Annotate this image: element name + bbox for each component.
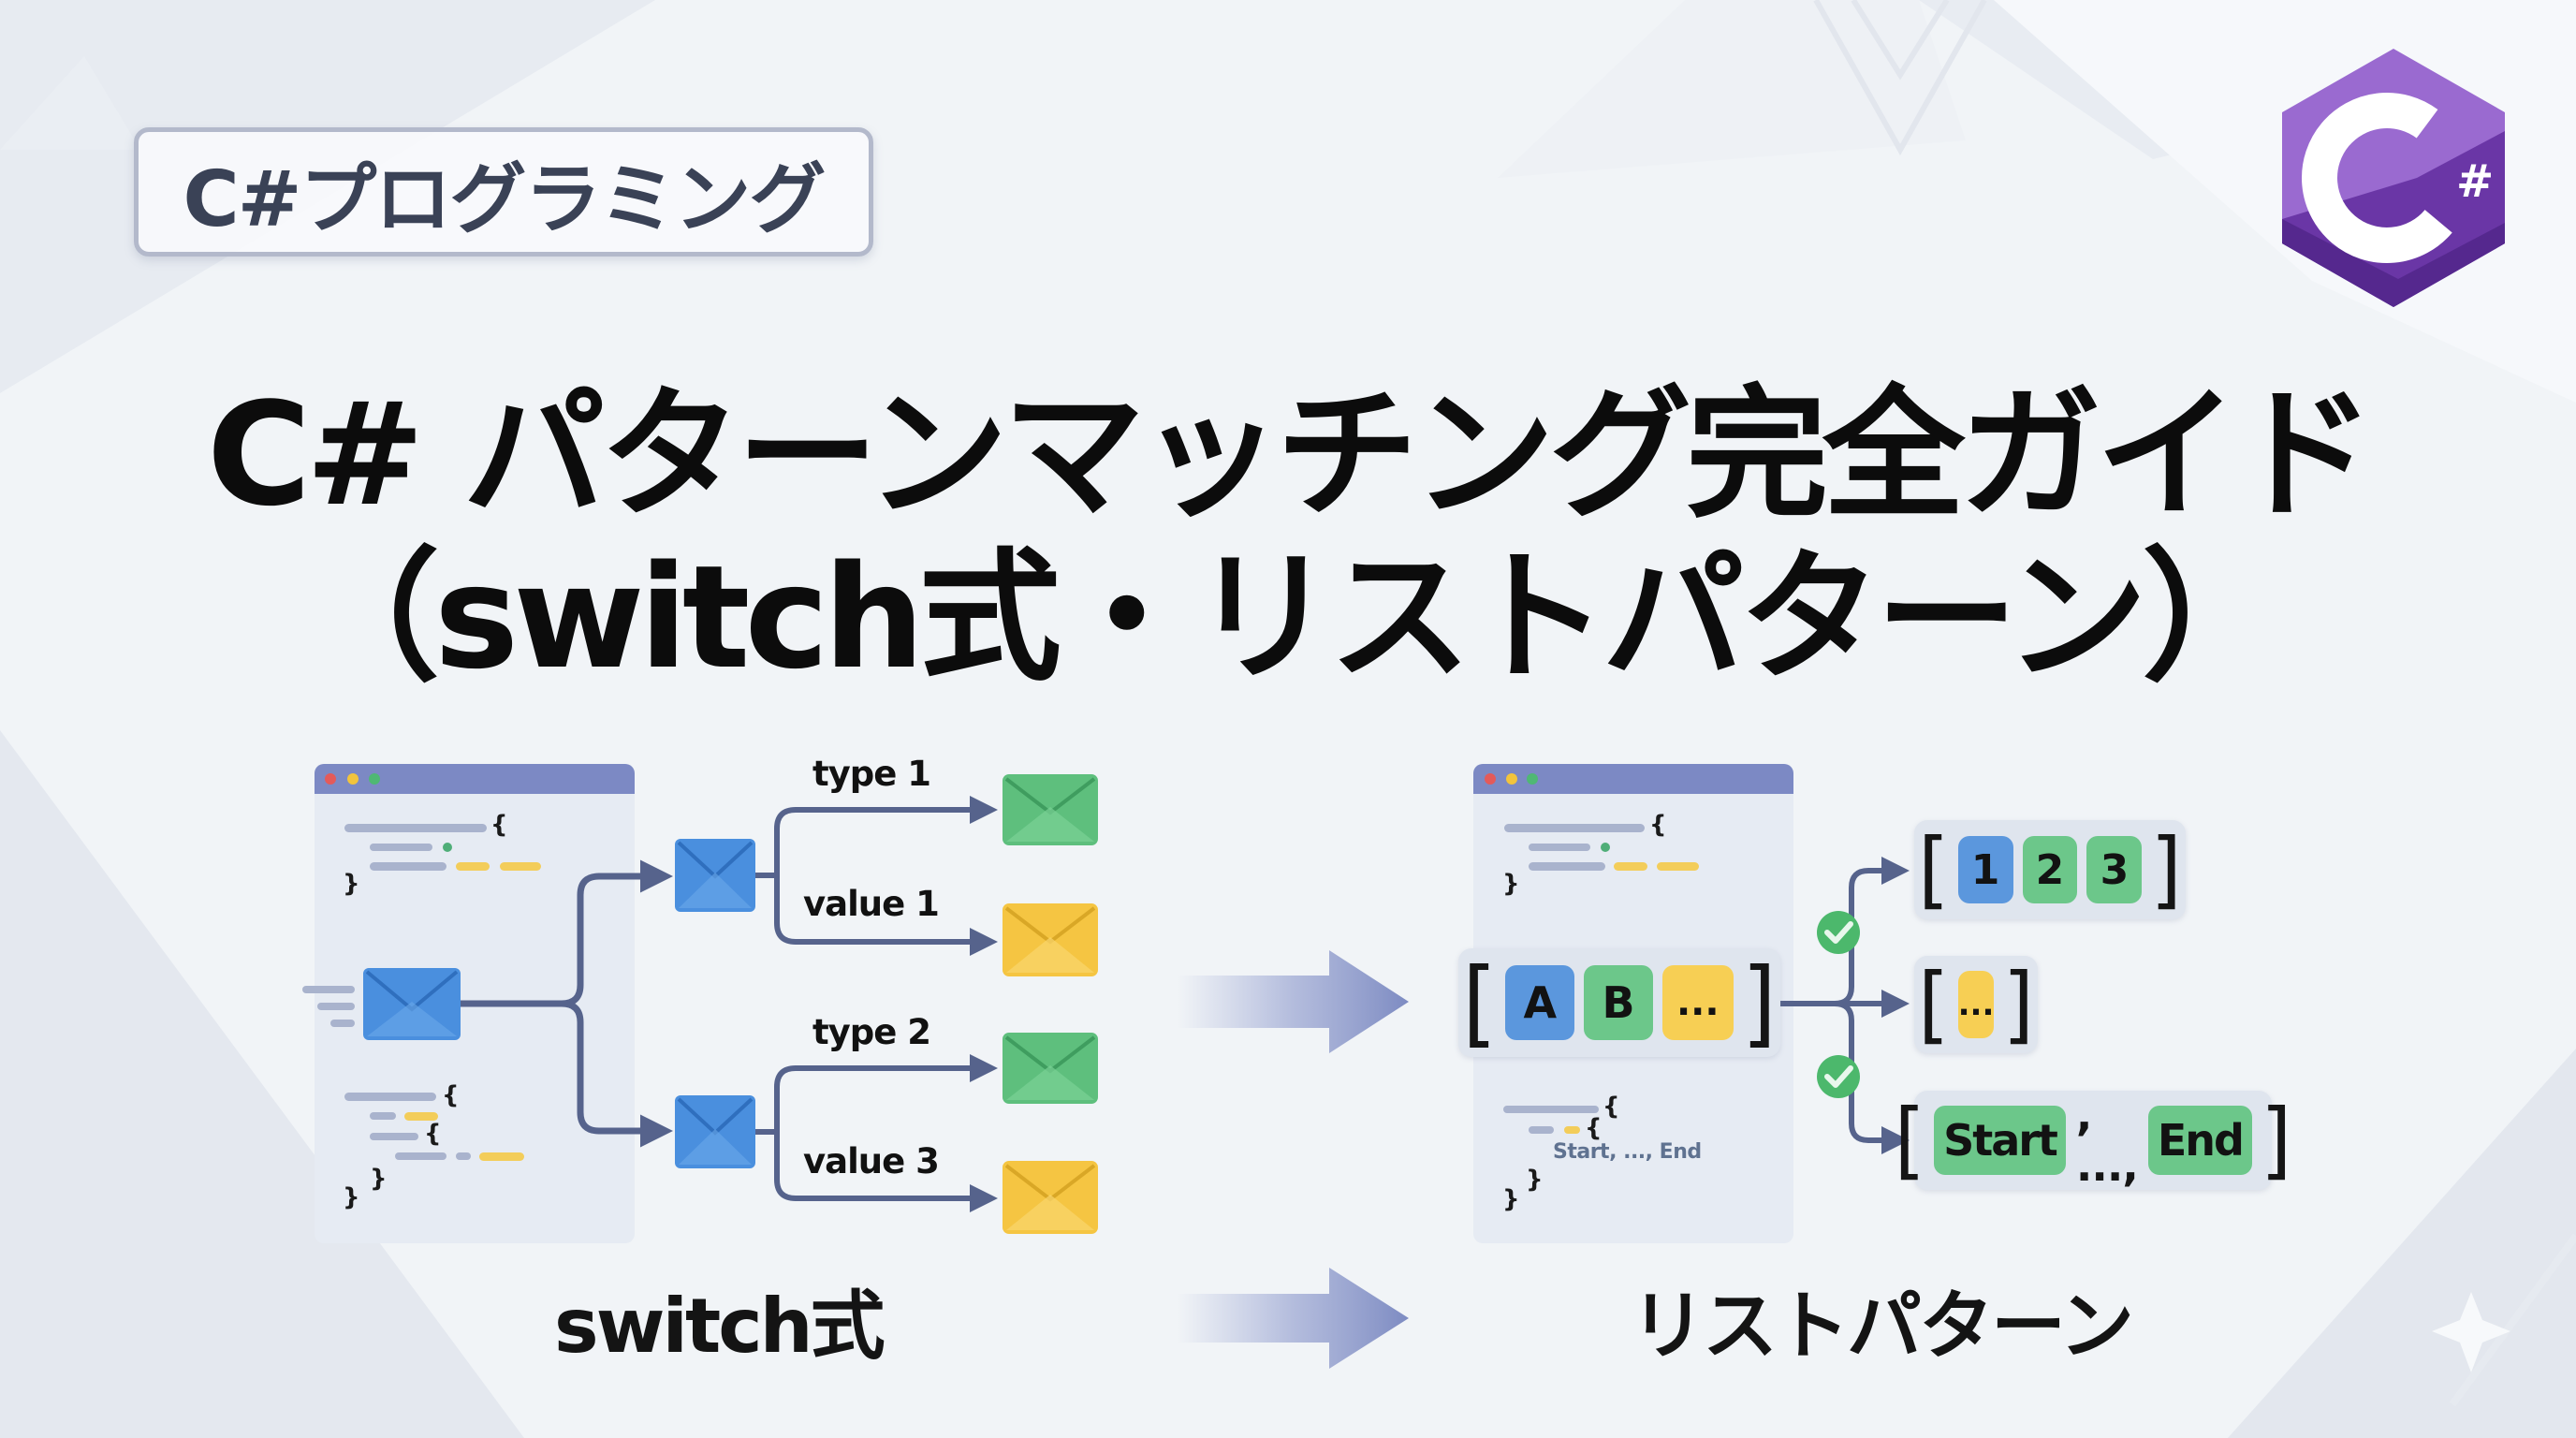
list-chip: 3 [2086, 836, 2143, 903]
input-list: [ A B ... ] [1458, 948, 1780, 1057]
envelope-icon-result-type2 [1003, 1033, 1098, 1104]
window-close-dot [1485, 773, 1496, 785]
envelope-icon-mid-1 [675, 839, 755, 912]
window-maximize-dot [1527, 773, 1538, 785]
category-tag-label: C#プログラミング [183, 154, 827, 244]
list-separator: , ..., [2075, 1090, 2139, 1191]
list-chip: End [2147, 1106, 2252, 1175]
close-bracket: ] [2260, 1091, 2292, 1190]
window-maximize-dot [369, 773, 380, 785]
page-title-line-2: （switch式・リストパターン） [297, 535, 2284, 700]
window-minimize-dot [1506, 773, 1517, 785]
pattern-list-2: [ ... ] [1914, 956, 2038, 1053]
envelope-icon-result-type1 [1003, 774, 1098, 845]
open-bracket: [ [1462, 947, 1498, 1058]
list-chip: ... [1661, 965, 1734, 1040]
code-brace: } [1526, 1166, 1544, 1194]
check-circle-icon [1817, 1055, 1860, 1098]
motion-line [317, 1003, 355, 1010]
list-chip: 1 [1957, 836, 2013, 903]
pattern-list-1: [ 1 2 3 ] [1914, 820, 2186, 919]
window-minimize-dot [347, 773, 359, 785]
list-pattern-caption: リストパターン [1631, 1283, 2134, 1370]
envelope-icon-result-value3 [1003, 1161, 1098, 1234]
csharp-logo-icon: # [2282, 49, 2505, 307]
branch-label: type 2 [812, 1012, 931, 1052]
code-brace: { [442, 1081, 460, 1109]
branch-label: value 1 [803, 884, 940, 924]
close-bracket: ] [1741, 947, 1777, 1058]
transition-arrow-icon [1178, 950, 1409, 1053]
branch-label: value 3 [803, 1141, 940, 1181]
svg-text:#: # [2456, 155, 2494, 208]
list-chip: 2 [2022, 836, 2078, 903]
sparkle-icon [2432, 1292, 2510, 1372]
envelope-icon-mid-2 [675, 1095, 755, 1168]
code-brace: { [1585, 1114, 1603, 1142]
code-brace: } [370, 1165, 388, 1193]
list-chip: B [1584, 965, 1653, 1040]
code-brace: } [1502, 870, 1520, 898]
list-chip: ... [1957, 971, 1995, 1038]
envelope-icon-result-value1 [1003, 903, 1098, 976]
open-bracket: [ [1918, 955, 1950, 1054]
list-chip: Start [1934, 1106, 2066, 1175]
code-brace: { [1649, 811, 1667, 839]
motion-line [302, 986, 355, 993]
page-title-line-1: C# パターンマッチング完全ガイド [206, 372, 2375, 537]
motion-line [330, 1020, 355, 1027]
check-circle-icon [1817, 911, 1860, 954]
open-bracket: [ [1894, 1091, 1926, 1190]
code-brace: } [343, 870, 360, 898]
open-bracket: [ [1918, 820, 1950, 919]
code-brace: } [1502, 1185, 1520, 1213]
category-tag: C#プログラミング [134, 127, 873, 257]
code-brace: { [424, 1120, 442, 1148]
window-close-dot [325, 773, 336, 785]
envelope-icon-source [363, 968, 461, 1040]
pattern-list-3: [ Start , ..., End ] [1895, 1090, 2292, 1191]
code-brace: { [1603, 1093, 1620, 1121]
close-bracket: ] [2150, 820, 2182, 919]
list-chip: A [1505, 965, 1575, 1040]
code-brace: } [343, 1183, 360, 1211]
close-bracket: ] [2002, 955, 2034, 1054]
branch-label: type 1 [812, 754, 931, 794]
switch-caption: switch式 [554, 1283, 886, 1370]
code-snippet: Start, ..., End [1553, 1140, 1702, 1164]
transition-arrow-icon [1178, 1268, 1409, 1369]
code-brace: { [490, 811, 508, 839]
